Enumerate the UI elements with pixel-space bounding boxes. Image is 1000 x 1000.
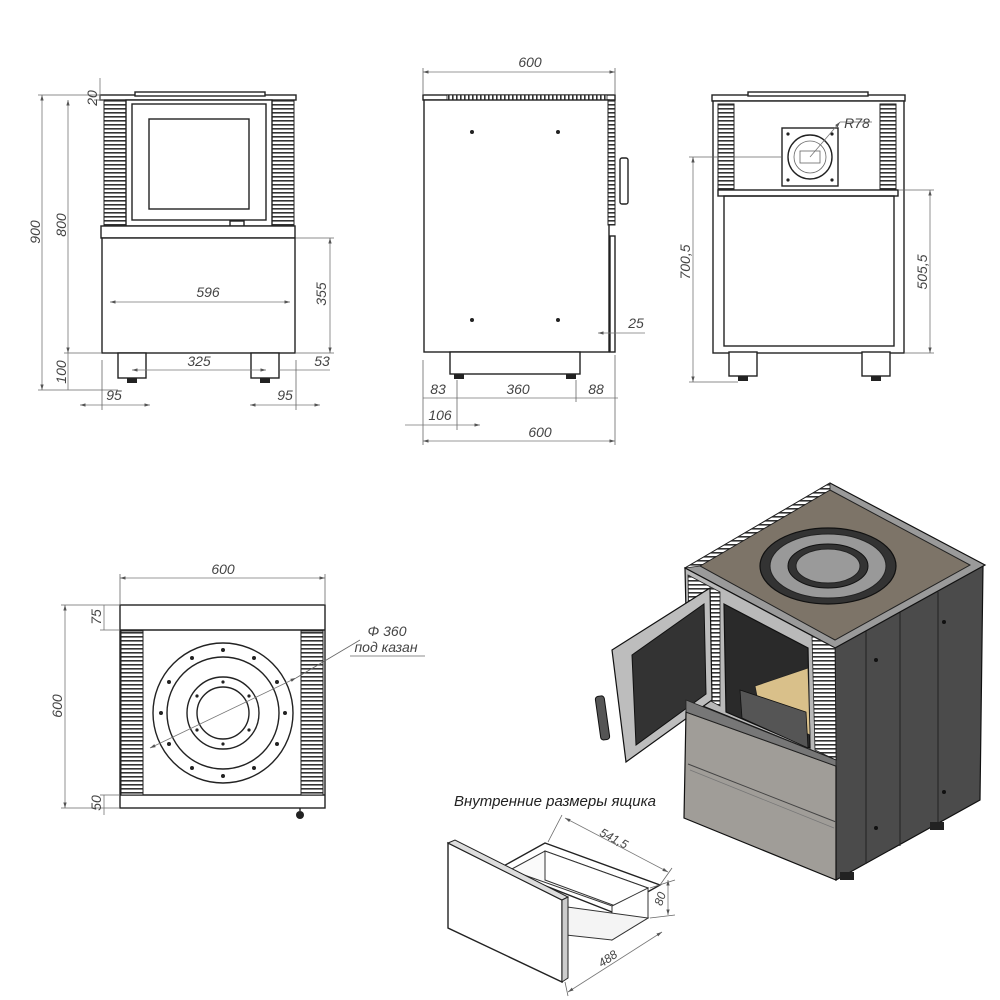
- dim-height-outlet: 700,5: [677, 244, 693, 279]
- dim-top-gap: 20: [84, 90, 100, 107]
- dim-leg-left: 95: [106, 387, 122, 403]
- dim-top-width: 600: [211, 561, 235, 577]
- dim-height-total: 900: [27, 220, 43, 244]
- side-drawer-front: [609, 235, 616, 353]
- dim-drawer-width: 488: [596, 947, 621, 970]
- dim-leg-back: 88: [588, 381, 604, 397]
- side-front-stone: [607, 99, 616, 226]
- front-door: [131, 103, 267, 221]
- dim-height-body: 800: [53, 213, 69, 237]
- drawer-view: Внутренние размеры ящика 541,5 80 488: [446, 793, 676, 997]
- front-view: 900 800 20 596 355 325 53 100 95 95: [27, 78, 334, 410]
- front-firebox-frame: [125, 99, 273, 227]
- dim-front-gap: 50: [88, 795, 104, 811]
- drawer-caption: Внутренние размеры ящика: [454, 793, 656, 810]
- rear-shelf: [723, 195, 895, 347]
- rear-left-stone: [717, 103, 735, 191]
- front-leg-left: [117, 352, 147, 379]
- dim-legs-offset: 53: [314, 353, 330, 369]
- rear-flue-outlet: [787, 134, 833, 180]
- isometric-view: [594, 482, 987, 882]
- dim-legs-spacing-side: 360: [506, 381, 530, 397]
- front-right-stone: [271, 99, 295, 227]
- top-view: 600 600 75 50 Φ 360 под казан: [49, 561, 425, 819]
- top-right-stone: [300, 630, 324, 796]
- dim-foot-offset: 106: [428, 407, 452, 423]
- dim-width-inner: 596: [196, 284, 220, 300]
- side-view: 600 25 83 360 88 106 600: [405, 54, 645, 445]
- front-glass: [148, 118, 250, 210]
- dim-panel-offset: 25: [627, 315, 644, 331]
- side-body: [423, 99, 610, 353]
- dim-top-depth: 600: [49, 694, 65, 718]
- dim-radius: R78: [844, 115, 870, 131]
- rear-view: R78 700,5 505,5: [677, 91, 934, 383]
- dim-drawer-height: 80: [651, 890, 669, 907]
- top-left-stone: [120, 630, 144, 796]
- dim-diameter-note: под казан: [354, 639, 417, 655]
- dim-drawer-depth: 541,5: [597, 825, 630, 852]
- front-foot-right: [260, 378, 270, 383]
- dim-height-shelf: 505,5: [914, 254, 930, 289]
- front-shelf-band: [100, 225, 296, 239]
- dim-depth-top: 600: [518, 54, 542, 70]
- front-foot-left: [127, 378, 137, 383]
- dim-leg-front: 83: [430, 381, 446, 397]
- dim-leg-right: 95: [277, 387, 293, 403]
- dim-legs-height: 100: [53, 360, 69, 384]
- front-left-stone: [103, 99, 127, 227]
- side-handle: [619, 157, 629, 205]
- side-legs: [449, 351, 581, 375]
- front-drawer: [101, 237, 296, 354]
- dim-diameter: Φ 360: [368, 623, 407, 639]
- dim-drawer-height: 355: [313, 282, 329, 306]
- dim-legs-spacing: 325: [187, 353, 211, 369]
- front-leg-right: [250, 352, 280, 379]
- rear-right-stone: [879, 103, 897, 191]
- dim-back-gap: 75: [88, 609, 104, 625]
- front-top-rim: [134, 91, 266, 97]
- dim-depth-bottom: 600: [528, 424, 552, 440]
